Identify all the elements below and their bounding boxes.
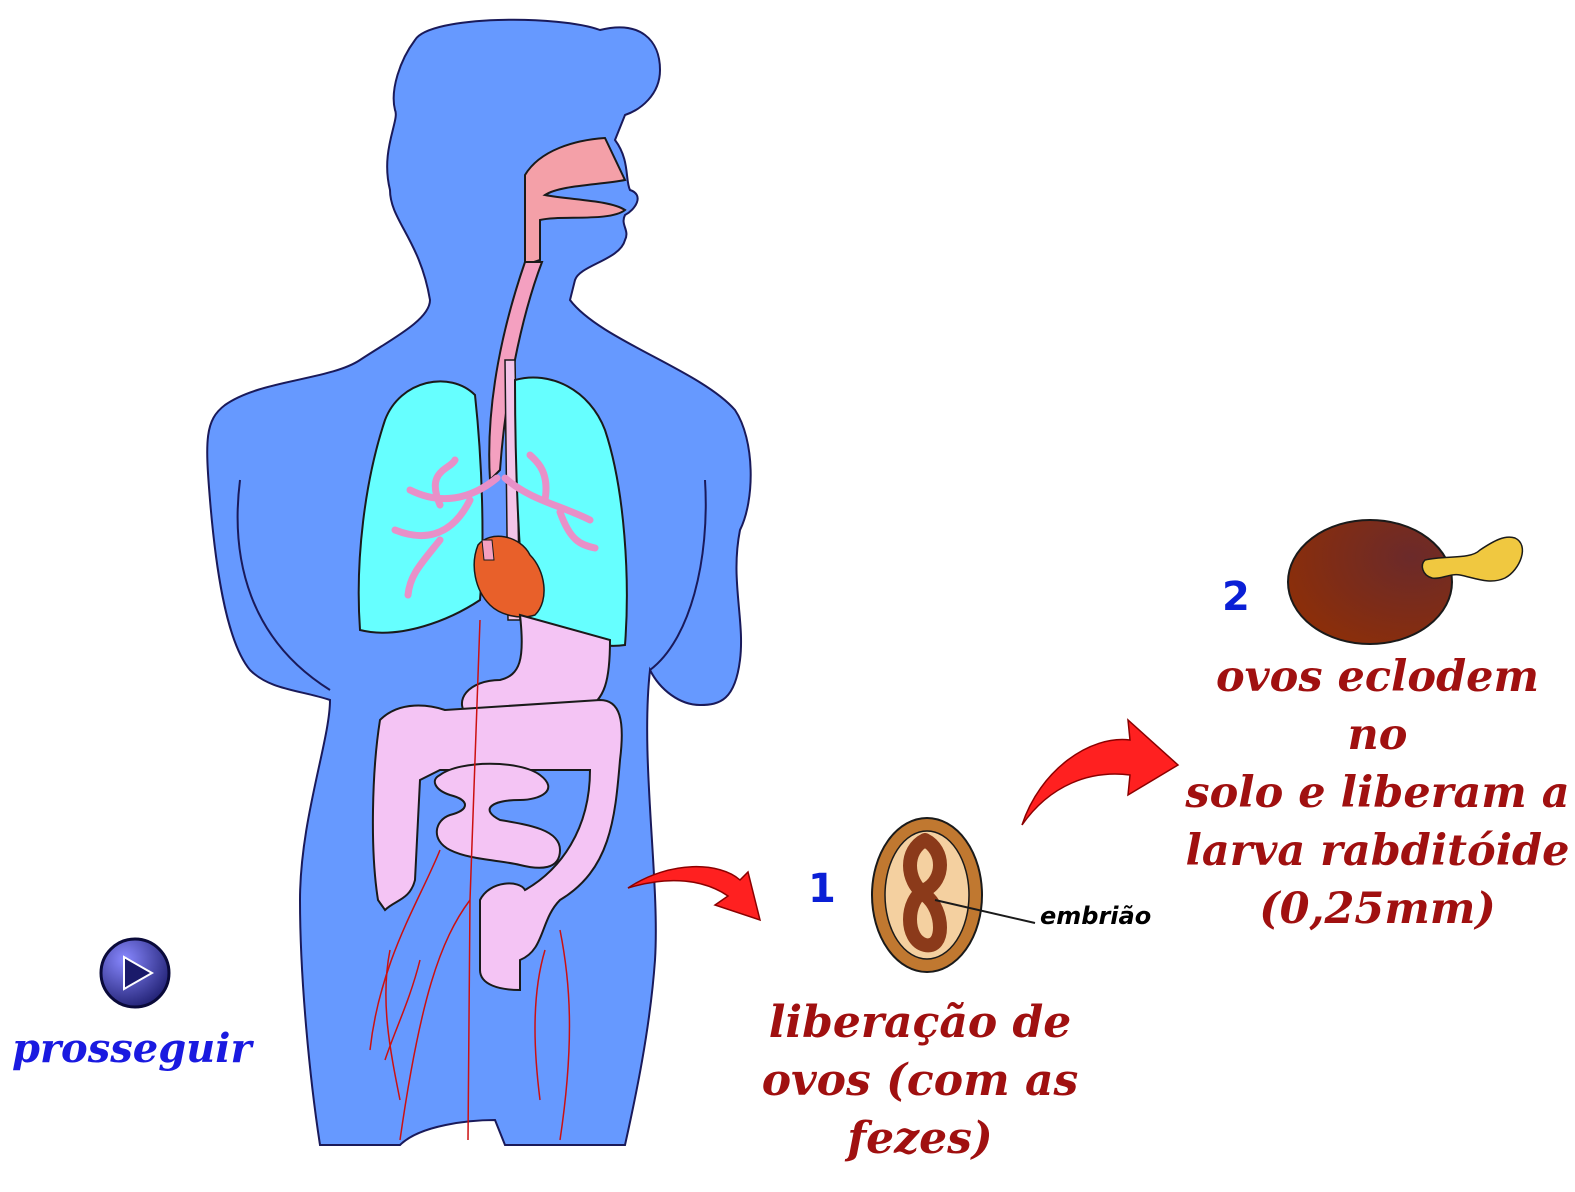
step-1-caption: liberação de ovos (com as fezes) [720, 994, 1120, 1168]
step-2-caption-line: solo e liberam a [1180, 764, 1575, 822]
hatched-egg [1288, 520, 1522, 644]
step-2-number: 2 [1222, 574, 1250, 620]
embryonated-egg [872, 818, 1035, 972]
embryo-label: embrião [1040, 902, 1151, 930]
step-1-caption-line: liberação de [720, 994, 1120, 1052]
step-2-caption-line: ovos eclodem no [1180, 648, 1575, 764]
heart-vessel [482, 540, 494, 560]
step-1-caption-line: ovos (com as [720, 1052, 1120, 1110]
step-1-caption-line: fezes) [720, 1110, 1120, 1168]
step-2-caption: ovos eclodem no solo e liberam a larva r… [1180, 648, 1575, 938]
continue-link[interactable]: prosseguir [12, 1025, 252, 1072]
rhabditiform-larva [1422, 537, 1522, 581]
step-2-caption-line: (0,25mm) [1180, 880, 1575, 938]
play-button[interactable] [100, 938, 170, 1008]
step-2-caption-line: larva rabditóide [1180, 822, 1575, 880]
step-1-number: 1 [808, 866, 836, 912]
arrow-to-hatching [1022, 720, 1178, 825]
